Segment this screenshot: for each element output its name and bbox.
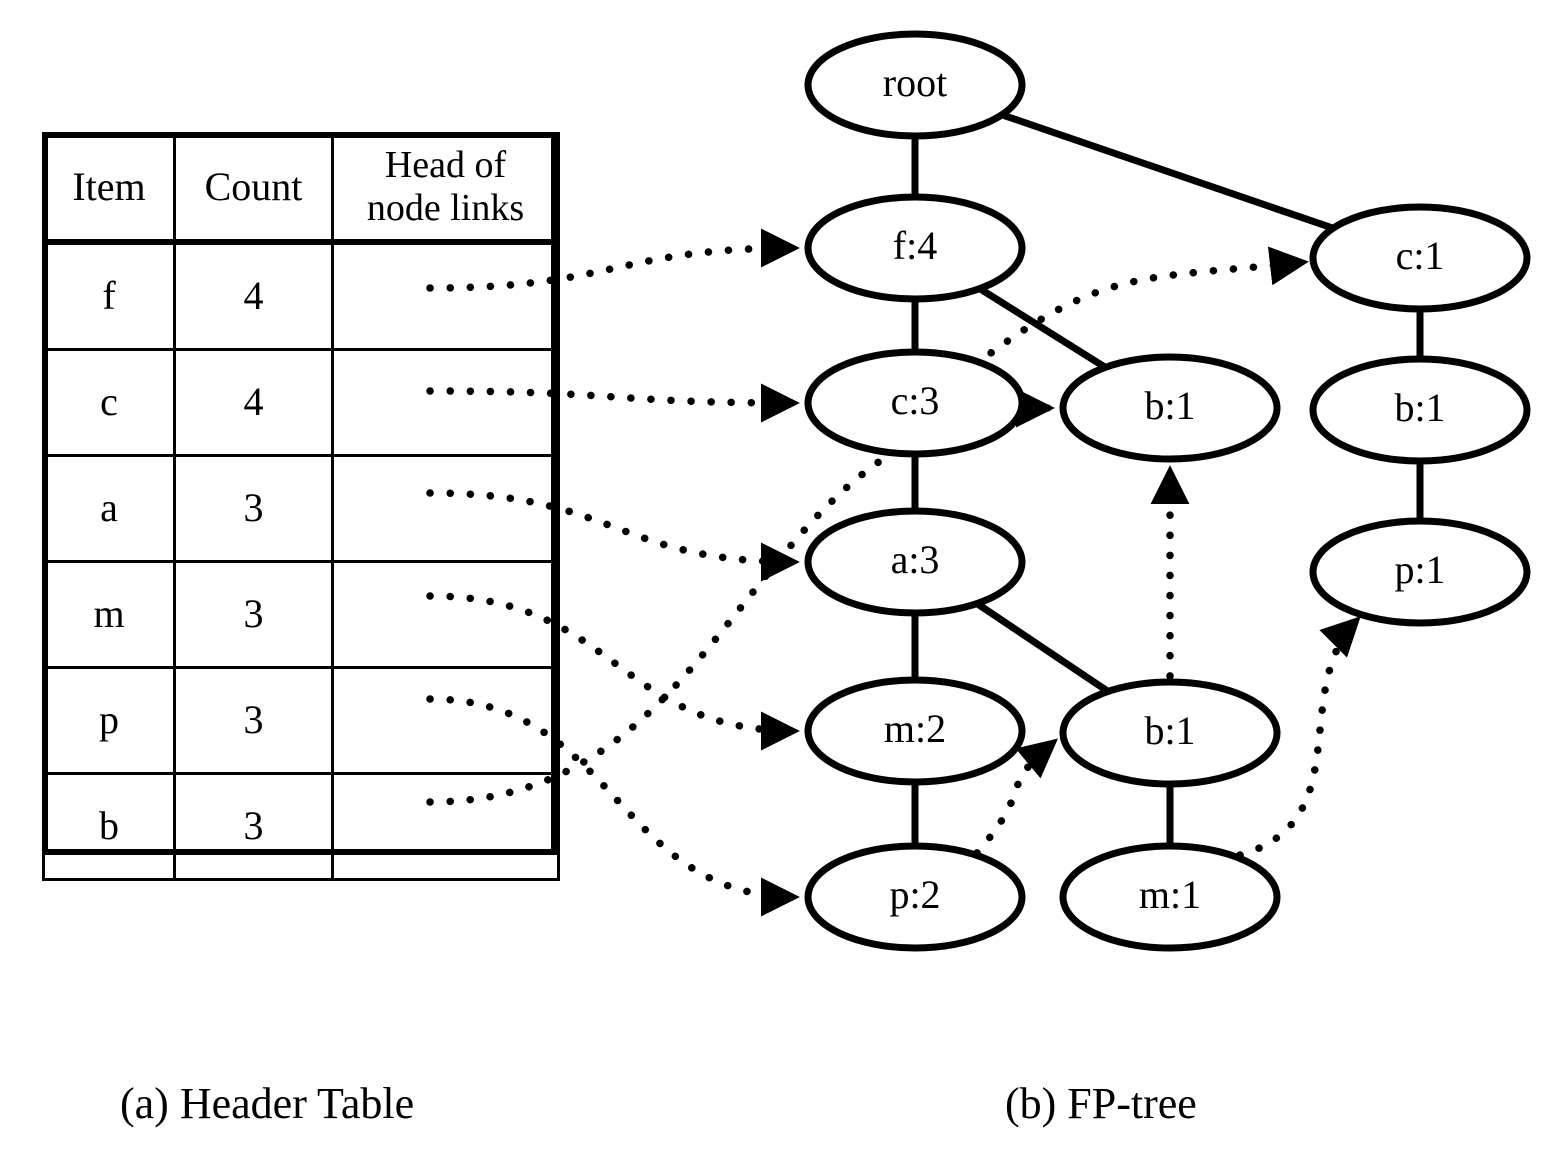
table-row: c 4 xyxy=(42,348,560,457)
node-link-m1-to-p1 xyxy=(1236,615,1362,859)
cell-count-a: 3 xyxy=(173,454,334,563)
tree-node-p2[interactable]: p:2 xyxy=(804,842,1026,952)
node-ellipse-f4 xyxy=(804,193,1026,303)
cell-count-p: 3 xyxy=(173,666,334,775)
tree-node-m2[interactable]: m:2 xyxy=(804,676,1026,786)
node-link-a-to-a3 xyxy=(426,489,800,582)
cell-item-f: f xyxy=(42,240,176,351)
tree-edge-root-c1 xyxy=(1000,111,1335,232)
tree-node-f4[interactable]: f:4 xyxy=(804,193,1026,303)
cell-item-c: c xyxy=(42,348,176,457)
node-ellipse-bright xyxy=(1309,355,1531,465)
node-label-c1: c:1 xyxy=(1396,233,1445,278)
table-row: p 3 xyxy=(42,666,560,775)
node-link-m-to-m2 xyxy=(426,592,800,751)
node-ellipse-m2 xyxy=(804,676,1026,786)
column-header-node-links: Head of node links xyxy=(331,132,560,245)
node-links-head-line1: Head of xyxy=(384,144,507,187)
table-row: b 3 xyxy=(42,772,560,881)
node-label-blow: b:1 xyxy=(1144,708,1195,753)
node-ellipse-c3 xyxy=(804,348,1026,458)
caption-fp-tree: (b) FP-tree xyxy=(1005,1079,1197,1128)
tree-node-bright[interactable]: b:1 xyxy=(1309,355,1531,465)
node-label-root: root xyxy=(883,60,947,105)
node-label-a3: a:3 xyxy=(891,537,940,582)
node-link-p-to-p2 xyxy=(426,695,800,917)
cell-link-m xyxy=(331,560,560,669)
node-ellipse-p2 xyxy=(804,842,1026,952)
node-ellipse-root xyxy=(804,30,1026,140)
node-ellipse-blow xyxy=(1059,678,1281,788)
tree-node-blow[interactable]: b:1 xyxy=(1059,678,1281,788)
table-row: f 4 xyxy=(42,240,560,351)
cell-link-c xyxy=(331,348,560,457)
node-label-f4: f:4 xyxy=(893,223,937,268)
tree-node-c1[interactable]: c:1 xyxy=(1309,203,1531,313)
node-ellipse-c1 xyxy=(1309,203,1531,313)
tree-node-bmid[interactable]: b:1 xyxy=(1059,353,1281,463)
tree-node-c3[interactable]: c:3 xyxy=(804,348,1026,458)
column-header-item: Item xyxy=(42,132,176,245)
node-label-p1: p:1 xyxy=(1394,547,1445,592)
cell-link-f xyxy=(331,240,560,351)
node-link-c-to-c3 xyxy=(426,383,800,423)
table-header-row: Item Count Head of node links xyxy=(42,132,560,245)
node-label-c3: c:3 xyxy=(891,378,940,423)
table-row: a 3 xyxy=(42,454,560,563)
cell-item-m: m xyxy=(42,560,176,669)
table-row: m 3 xyxy=(42,560,560,669)
node-label-bright: b:1 xyxy=(1394,385,1445,430)
node-ellipse-p1 xyxy=(1309,517,1531,627)
node-label-m2: m:2 xyxy=(884,706,946,751)
tree-edge-f4-bmid xyxy=(977,285,1108,371)
tree-node-m1[interactable]: m:1 xyxy=(1059,842,1281,952)
node-ellipse-a3 xyxy=(804,507,1026,617)
cell-item-p: p xyxy=(42,666,176,775)
node-label-m1: m:1 xyxy=(1139,872,1201,917)
cell-count-m: 3 xyxy=(173,560,334,669)
node-links-layer xyxy=(426,228,1362,917)
tree-node-p1[interactable]: p:1 xyxy=(1309,517,1531,627)
node-label-p2: p:2 xyxy=(889,872,940,917)
tree-edge-a3-blow xyxy=(975,600,1110,695)
node-link-f-to-f4 xyxy=(426,228,800,292)
cell-link-p xyxy=(331,666,560,775)
cell-link-a xyxy=(331,454,560,563)
header-table: Item Count Head of node links f 4 c 4 a … xyxy=(42,132,560,881)
tree-node-root[interactable]: root xyxy=(804,30,1026,140)
cell-count-b: 3 xyxy=(173,772,334,881)
node-link-b-to-bmid xyxy=(426,388,1055,806)
node-ellipse-bmid xyxy=(1059,353,1281,463)
tree-nodes-layer: root f:4 c:3 a:3 m:2 p:2 b:1 b:1 m:1 c:1 b:1 p:1 xyxy=(804,30,1531,952)
cell-link-b xyxy=(331,772,560,881)
tree-node-a3[interactable]: a:3 xyxy=(804,507,1026,617)
tree-edges-layer xyxy=(911,111,1424,846)
cell-count-c: 4 xyxy=(173,348,334,457)
node-label-bmid: b:1 xyxy=(1144,383,1195,428)
cell-count-f: 4 xyxy=(173,240,334,351)
column-header-count: Count xyxy=(173,132,334,245)
node-link-c3-to-c1 xyxy=(971,246,1309,369)
node-links-head-line2: node links xyxy=(366,187,525,229)
caption-header-table: (a) Header Table xyxy=(120,1079,415,1128)
node-ellipse-m1 xyxy=(1059,842,1281,952)
